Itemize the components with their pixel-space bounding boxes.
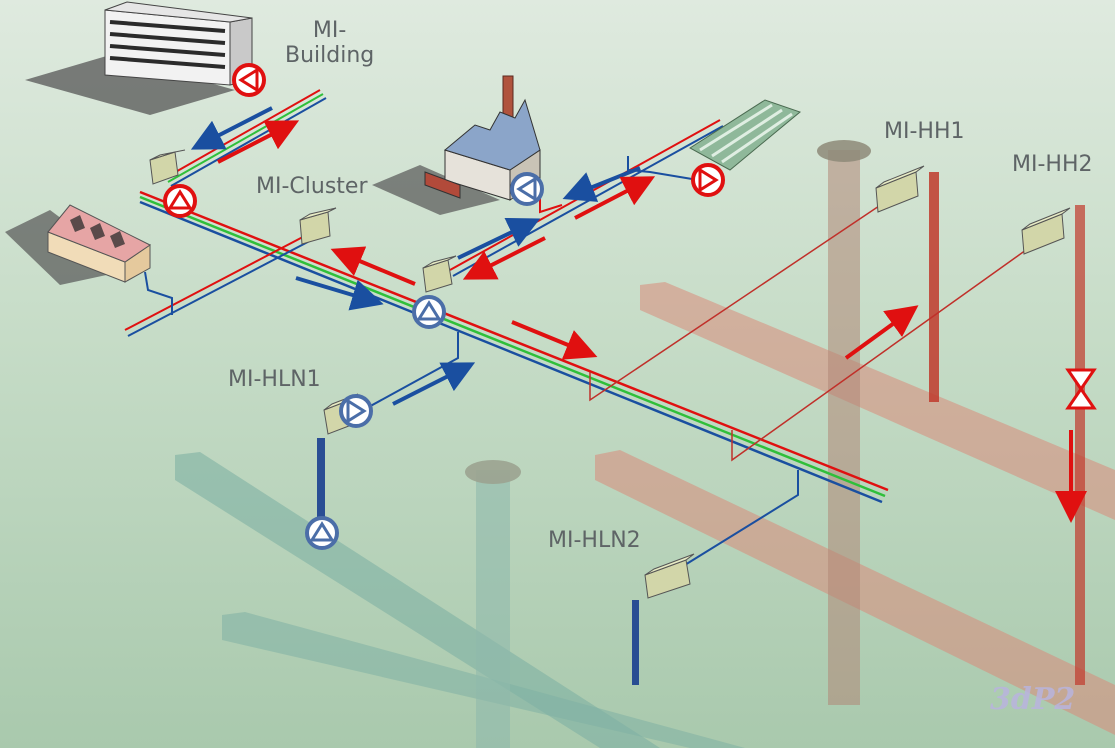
borehole-hln1-shaft bbox=[317, 438, 325, 548]
label-mi-building-line2: Building bbox=[285, 43, 375, 68]
borehole-shaft-large bbox=[828, 150, 860, 705]
heat-exchanger-icon-building bbox=[149, 149, 186, 185]
borehole-cap-hln2 bbox=[465, 460, 521, 484]
factory-annex bbox=[424, 171, 461, 199]
factory-roof bbox=[443, 98, 541, 171]
label-mi-hh1: MI-HH1 bbox=[884, 119, 965, 144]
pump-icon-greenhouse bbox=[691, 163, 725, 197]
borehole-hh1-shaft bbox=[929, 172, 939, 402]
flow-arrow-icon-blue bbox=[295, 276, 384, 311]
pump-icon-hln1-well bbox=[305, 516, 339, 550]
main-pipe-return bbox=[139, 200, 883, 504]
pump-icon-building bbox=[232, 63, 266, 97]
pump-icon-west bbox=[163, 184, 197, 218]
flow-arrows bbox=[190, 106, 1087, 523]
heat-exchanger-icon-hh2 bbox=[1021, 207, 1071, 255]
valve-icon bbox=[1065, 368, 1097, 410]
office-building-windows bbox=[109, 20, 226, 69]
flow-arrow-icon-blue bbox=[190, 106, 273, 150]
flow-arrow-icon-blue bbox=[562, 166, 641, 202]
heat-exchanger-icon-hh1 bbox=[875, 165, 925, 213]
office-building bbox=[25, 1, 253, 115]
boreholes bbox=[317, 140, 1085, 748]
watermark-logo: 3dP2 bbox=[990, 682, 1076, 717]
flow-arrow-icon-red bbox=[217, 120, 300, 164]
flow-arrow-icon-red bbox=[330, 246, 416, 286]
office-building-roof bbox=[104, 1, 253, 23]
pipe-building-return bbox=[170, 97, 327, 187]
heat-exchanger-icon-center bbox=[422, 255, 457, 293]
flow-arrow-icon-red bbox=[574, 176, 656, 220]
pump-icon-factory bbox=[510, 172, 544, 206]
borehole-shaft-hln2 bbox=[476, 470, 510, 748]
main-pipe-ground-link bbox=[139, 195, 886, 498]
office-building-shadow bbox=[25, 55, 235, 115]
pump-icon-center bbox=[412, 295, 446, 329]
label-mi-hln2: MI-HLN2 bbox=[548, 528, 641, 553]
pipe-hh2-branch bbox=[731, 239, 1041, 462]
flow-arrow-icon-red bbox=[511, 320, 598, 360]
main-pipe-supply bbox=[139, 190, 889, 492]
aquifer-layer-red-upper bbox=[640, 282, 1115, 520]
pipe-building-ground bbox=[167, 93, 324, 183]
pipe-building-supply bbox=[164, 89, 321, 179]
pump-icon-hln1 bbox=[339, 394, 373, 428]
label-mi-cluster: MI-Cluster bbox=[256, 174, 368, 199]
label-mi-hh2: MI-HH2 bbox=[1012, 152, 1093, 177]
aquifer-layers bbox=[175, 282, 1115, 748]
pumps bbox=[163, 63, 725, 550]
pipe-greenhouse-drop bbox=[627, 156, 699, 181]
pipe-rowhouse-return bbox=[127, 233, 324, 337]
heat-exchanger-icon-hln2 bbox=[644, 553, 695, 599]
factory-shadow bbox=[372, 165, 500, 215]
label-mi-hln1: MI-HLN1 bbox=[228, 367, 321, 392]
label-mi-building: MI- Building bbox=[285, 18, 374, 68]
flow-arrow-icon-red bbox=[462, 236, 546, 280]
aquifer-layer-teal-upper bbox=[175, 452, 660, 748]
borehole-cap-large bbox=[817, 140, 871, 162]
greenhouse bbox=[689, 99, 802, 171]
flow-arrow-icon-red bbox=[844, 305, 919, 360]
borehole-hln2-shaft bbox=[632, 600, 639, 685]
flow-arrow-icon-blue bbox=[392, 362, 476, 406]
borehole-hh2-shaft bbox=[1075, 205, 1085, 685]
heat-exchanger-icon-cluster bbox=[299, 207, 337, 245]
pipe-rowhouse-supply bbox=[124, 227, 321, 331]
label-mi-building-line1: MI- bbox=[312, 18, 347, 43]
pipe-rowhouse-drop bbox=[144, 271, 173, 315]
pipe-hh1-branch bbox=[589, 199, 889, 402]
row-house-dormers bbox=[70, 215, 125, 248]
pipe-hln2-branch bbox=[679, 470, 799, 569]
greenhouse-ridges bbox=[699, 103, 793, 164]
row-house bbox=[5, 204, 151, 285]
